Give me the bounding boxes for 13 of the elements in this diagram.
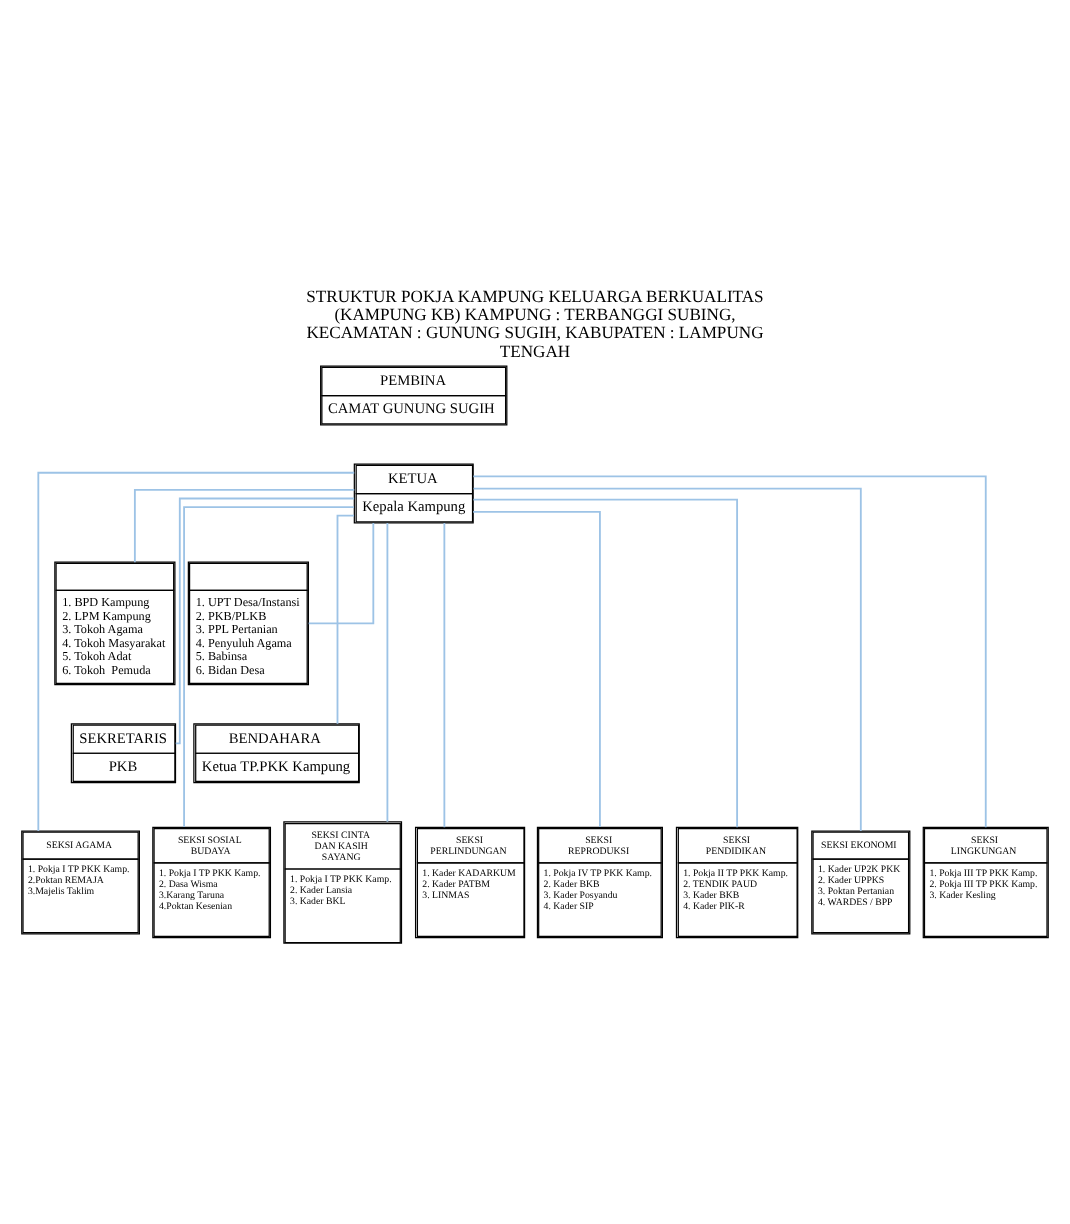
connector (174, 496, 356, 744)
connector (307, 521, 375, 624)
diagram-title: STRUKTUR POKJA KAMPUNG KELUARGA BERKUALITAS (KAMPUNG KB) KAMPUNG : TERBANGGI SUBING, KECAMATAN : GUNUNG SUGIH, KABUPATEN : LAMPUNG TENGAH (306, 284, 764, 360)
connector (336, 513, 355, 724)
connector (472, 486, 862, 831)
connector (472, 497, 738, 828)
connector (386, 521, 389, 822)
connector (472, 474, 987, 828)
connector (183, 505, 355, 827)
connector (37, 470, 356, 831)
connector (443, 521, 446, 828)
connector (472, 510, 601, 827)
connector (133, 487, 356, 563)
